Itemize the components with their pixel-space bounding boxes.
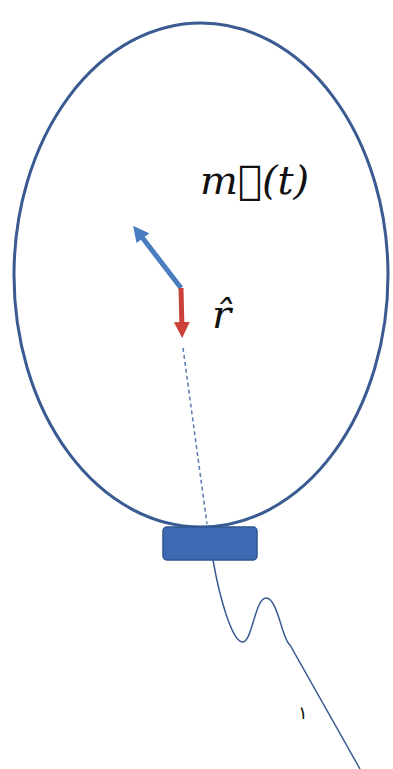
dashed-radial-line: [183, 348, 207, 524]
balloon-outline: [14, 23, 388, 527]
balloon-string: [213, 560, 360, 769]
vector-label: m⃗(t): [200, 158, 309, 202]
moment-vector-arrow: [138, 232, 181, 288]
balloon-knot: [163, 527, 257, 560]
corner-mark: ١: [298, 703, 308, 723]
unit-vector-arrow: [181, 288, 182, 330]
unit-vector-label: r̂: [212, 292, 231, 336]
